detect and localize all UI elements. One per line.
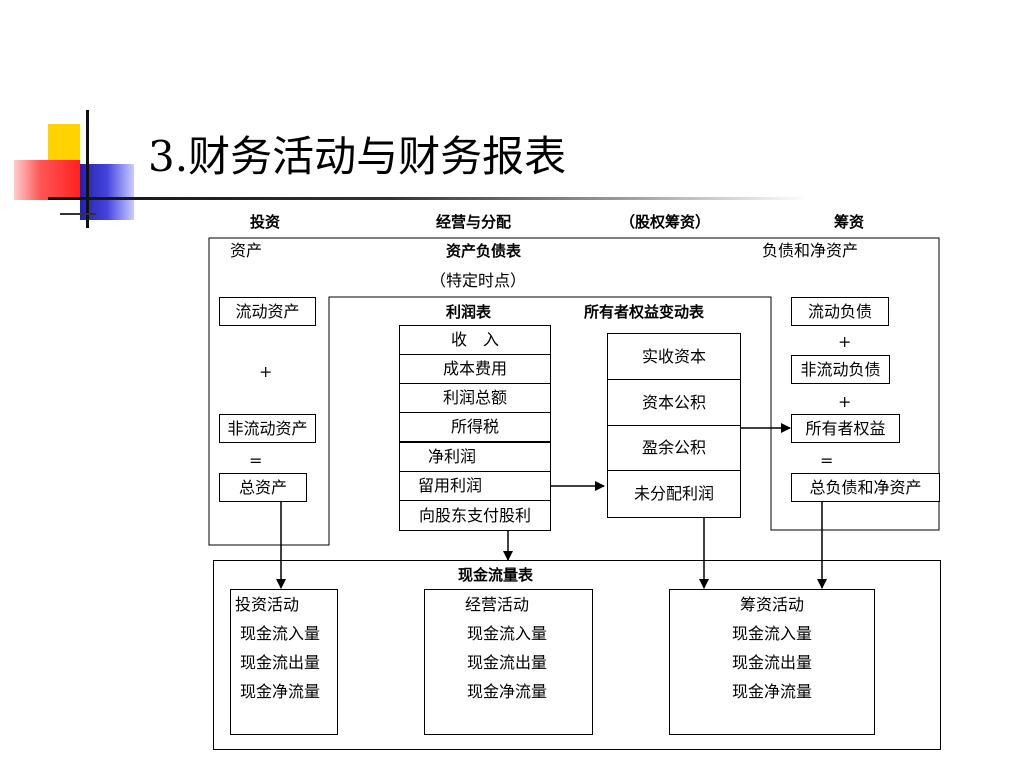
equals-assets: = — [249, 451, 263, 470]
equals-liab: = — [820, 451, 834, 470]
slide-title: 3.财务活动与财务报表 — [148, 132, 567, 181]
operating-net-flow: 现金净流量 — [467, 682, 548, 701]
cash-flow-operating-box: 经营活动 现金流入量 现金流出量 现金净流量 — [424, 589, 593, 735]
liabilities-equity-label: 负债和净资产 — [762, 241, 859, 260]
balance-sheet-subtitle: （特定时点） — [430, 271, 527, 290]
operating-outflow: 现金流出量 — [467, 653, 548, 672]
current-liabilities-box: 流动负债 — [791, 297, 889, 326]
current-assets-box: 流动资产 — [219, 297, 316, 326]
financing-outflow: 现金流出量 — [731, 653, 812, 672]
cash-flow-investing-box: 投资活动 现金流入量 现金流出量 现金净流量 — [230, 589, 338, 735]
decor-horizontal-line — [48, 197, 808, 200]
balance-sheet-title: 资产负债表 — [446, 242, 522, 260]
investing-inflow: 现金流入量 — [240, 624, 321, 643]
investing-net-flow: 现金净流量 — [240, 682, 321, 701]
investing-activities-label: 投资活动 — [235, 595, 300, 614]
financing-inflow: 现金流入量 — [731, 624, 812, 643]
cash-flow-title: 现金流量表 — [458, 566, 534, 584]
income-row-net-profit: 净利润 — [399, 442, 551, 472]
plus-liab-1: + — [838, 332, 852, 351]
income-row-dividends: 向股东支付股利 — [399, 500, 551, 531]
total-assets-box: 总资产 — [219, 473, 307, 502]
income-row-retained-profit: 留用利润 — [399, 471, 551, 501]
decor-horizontal-line-2 — [60, 213, 96, 215]
noncurrent-liabilities-box: 非流动负债 — [791, 355, 890, 384]
header-operating: 经营与分配 — [436, 213, 512, 231]
equity-row-capital-reserve: 资本公积 — [607, 379, 741, 426]
investing-outflow: 现金流出量 — [240, 653, 321, 672]
cash-flow-frame — [213, 560, 941, 750]
decor-red-square — [14, 160, 80, 200]
income-row-revenue: 收 入 — [399, 325, 551, 355]
decor-blue-square — [80, 164, 134, 220]
owners-equity-box: 所有者权益 — [791, 414, 900, 443]
income-statement-title: 利润表 — [446, 303, 492, 321]
income-row-costs: 成本费用 — [399, 354, 551, 384]
plus-liab-2: + — [838, 392, 852, 411]
header-financing: 筹资 — [834, 213, 865, 231]
header-investing: 投资 — [250, 213, 281, 231]
equity-row-surplus-reserve: 盈余公积 — [607, 425, 741, 471]
decor-vertical-line — [86, 110, 89, 228]
assets-label: 资产 — [230, 241, 263, 260]
operating-activities-label: 经营活动 — [465, 595, 530, 614]
decor-yellow-square — [48, 124, 80, 164]
cash-flow-financing-box: 筹资活动 现金流入量 现金流出量 现金净流量 — [669, 589, 875, 735]
total-liabilities-equity-box: 总负债和净资产 — [791, 473, 940, 502]
operating-inflow: 现金流入量 — [467, 624, 548, 643]
equity-statement-title: 所有者权益变动表 — [584, 303, 705, 321]
equity-row-undistributed-profit: 未分配利润 — [607, 470, 741, 518]
header-equity-financing: （股权筹资） — [620, 213, 711, 231]
financing-activities-label: 筹资活动 — [739, 595, 804, 614]
plus-assets: + — [259, 362, 273, 381]
income-row-income-tax: 所得税 — [399, 412, 551, 442]
income-row-total-profit: 利润总额 — [399, 383, 551, 413]
noncurrent-assets-box: 非流动资产 — [219, 414, 316, 443]
equity-row-paid-in-capital: 实收资本 — [607, 333, 741, 380]
financing-net-flow: 现金净流量 — [731, 682, 812, 701]
